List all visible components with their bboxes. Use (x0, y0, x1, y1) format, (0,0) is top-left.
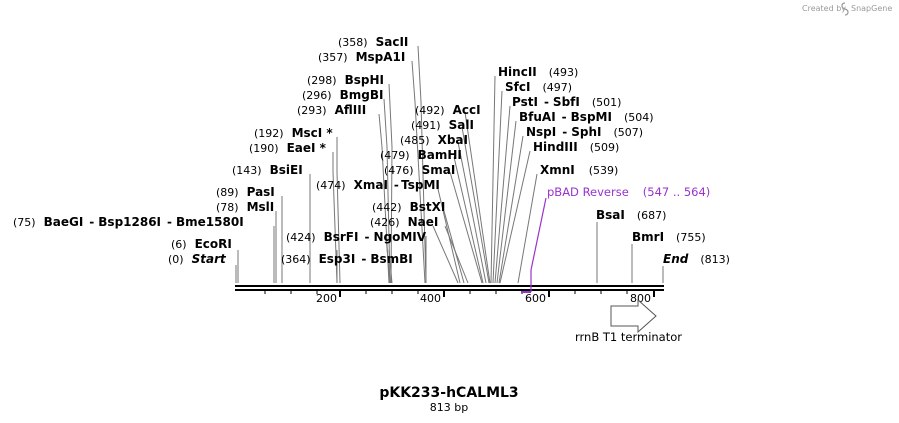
site-label: End(813) (663, 252, 730, 266)
site-label: BfuAI-BspMI(504) (519, 110, 654, 124)
site-label: SfcI(497) (505, 80, 572, 94)
credit-brand: SnapGene (851, 4, 892, 13)
site-label: PstI-SbfI(501) (512, 95, 621, 109)
axis-ticks (264, 290, 655, 297)
site-label: (0)Start (168, 252, 227, 266)
site-label: (78)MslI (216, 200, 274, 214)
site-label: (479)BamHI (380, 148, 462, 162)
plasmid-length: 813 bp (430, 401, 468, 414)
site-label: (293)AflIII (297, 103, 366, 117)
site-label: (492)AccI (415, 103, 481, 117)
site-label: BmrI(755) (632, 230, 706, 244)
primer-label: pBAD Reverse(547 .. 564) (547, 185, 710, 199)
site-label: (357)MspA1I (318, 50, 405, 64)
site-label: (485)XbaI (400, 133, 468, 147)
leader-lines (235, 45, 664, 284)
primer-marker (521, 197, 547, 293)
site-label: (298)BspHI (307, 73, 384, 87)
site-label: (358)SacII (338, 35, 408, 49)
site-label: (442)BstXI (372, 200, 445, 214)
site-label: (426)NaeI (370, 215, 438, 229)
snapgene-logo-icon (841, 2, 849, 16)
site-label: (424)BsrFI-NgoMIV (286, 230, 427, 244)
site-label: (190)EaeI * (249, 141, 327, 155)
tick-label: 800 (630, 292, 651, 305)
site-label: (491)SalI (411, 118, 474, 132)
credit-text: Created by (802, 4, 846, 13)
site-label: NspI-SphI(507) (526, 125, 643, 139)
sequence-backbone (235, 285, 664, 291)
site-label: HindIII(509) (533, 140, 619, 154)
site-label: (89)PasI (216, 185, 275, 199)
site-label: (476)SmaI (384, 163, 455, 177)
site-label: (296)BmgBI (302, 88, 383, 102)
feature-label: rrnB T1 terminator (575, 330, 682, 344)
site-label: (143)BsiEI (232, 163, 303, 177)
site-label: (75)BaeGI-Bsp1286I-Bme1580I (13, 215, 244, 229)
site-label: (192)MscI * (254, 126, 333, 140)
site-label: (474)XmaI-TspMI (316, 178, 440, 192)
site-label: BsaI(687) (596, 208, 666, 222)
site-label: XmnI(539) (540, 163, 618, 177)
plasmid-title: pKK233-hCALML3 (379, 385, 518, 401)
tick-label: 200 (316, 292, 337, 305)
tick-label: 400 (420, 292, 441, 305)
terminator-arrow-icon (610, 298, 657, 334)
tick-label: 600 (525, 292, 546, 305)
site-label: (6)EcoRI (171, 237, 232, 251)
site-label: HincII(493) (498, 65, 578, 79)
site-label: (364)Esp3I-BsmBI (281, 252, 413, 266)
